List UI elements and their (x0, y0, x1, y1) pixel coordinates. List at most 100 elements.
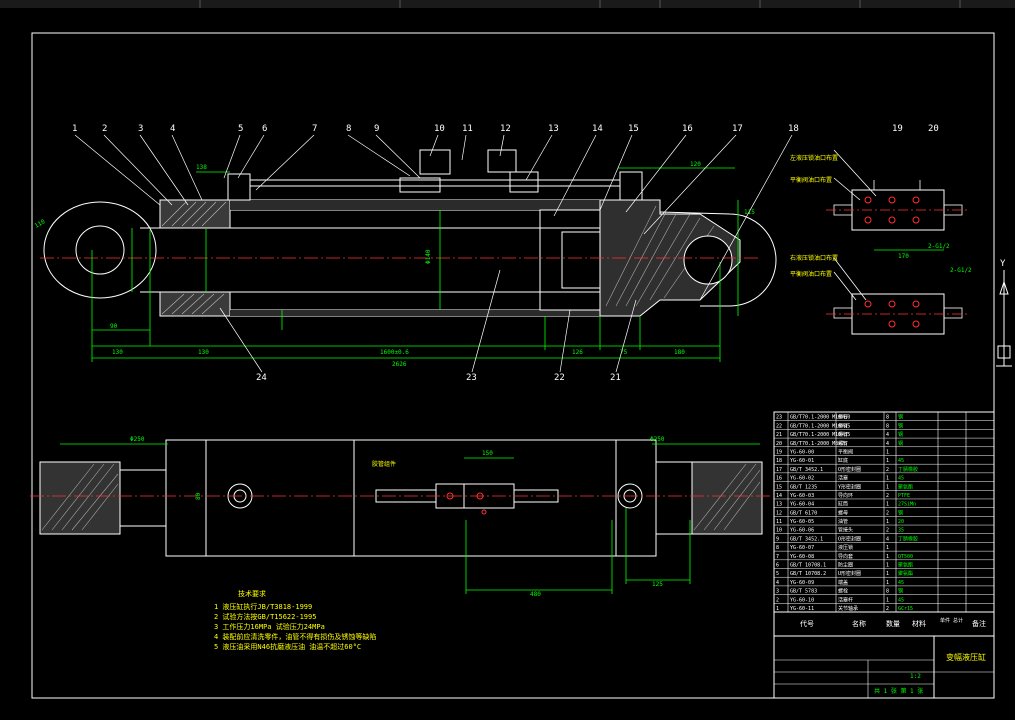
bom-cell: 16 (776, 476, 782, 482)
bom-cell: GB/T 6170 (790, 510, 817, 516)
dim-2626: 2626 (392, 361, 407, 368)
valve1-label-a: 左液压锁油口布置 (790, 154, 838, 162)
bom-cell: 螺钉 (838, 414, 848, 421)
dim-phi140: Φ140 (425, 249, 432, 264)
dim-115: 115 (744, 209, 755, 216)
balloon-16: 16 (682, 124, 693, 134)
balloon-20: 20 (928, 124, 939, 134)
balloon-11: 11 (462, 124, 473, 134)
bom-cell: 13 (776, 502, 782, 508)
bom-cell: 丁腈橡胶 (898, 535, 918, 542)
bom-cell: YG-60-01 (790, 458, 814, 464)
bom-cell: YG-60-08 (790, 554, 814, 560)
bom-cell: O形密封圈 (838, 466, 861, 473)
title-block-sheet: 共 1 张 第 1 张 (874, 687, 923, 695)
bom-cell: 17 (776, 467, 782, 473)
bom-cell: 1 (886, 580, 889, 586)
balloon-10: 10 (434, 124, 445, 134)
bom-cell: 1 (886, 449, 889, 455)
bom-cell: 1 (886, 476, 889, 482)
bom-cell: 2 (886, 493, 889, 499)
bom-cell: 8 (886, 589, 889, 595)
valve-dim-170: 170 (898, 253, 909, 260)
bom-cell: 钢 (898, 509, 903, 516)
bom-cell: 8 (886, 423, 889, 429)
title-block-scale: 1:2 (910, 673, 921, 680)
bom-cell: 缸筒 (838, 501, 848, 508)
bom-cell: 2 (886, 467, 889, 473)
valve-details (826, 149, 970, 335)
dim-120: 120 (690, 161, 701, 168)
bom-cell: Y形密封圈 (838, 483, 861, 490)
balloon-19: 19 (892, 124, 903, 134)
dim-125: 125 (652, 581, 663, 588)
dim-480: 480 (530, 591, 541, 598)
bom-cell: 丁腈橡胶 (898, 466, 918, 473)
bom-cell: 2 (886, 528, 889, 534)
bom-cell: 螺钉 (838, 431, 848, 438)
bom-cell: 2 (776, 597, 779, 603)
bom-cell: 钢 (898, 414, 903, 421)
top-dimension-lines (91, 167, 739, 362)
bom-cell: 关节轴承 (838, 605, 858, 612)
bom-cell: 螺栓 (838, 588, 848, 595)
dim-138: 138 (196, 164, 207, 171)
guide-sleeve-top (159, 199, 231, 229)
bom-cell: 27SiMn (898, 502, 916, 508)
bom-cell: 螺钉 (838, 440, 848, 447)
valve-labels: 左液压锁油口布置 平衡阀油口布置 右液压锁油口布置 平衡阀油口布置 2-G1/2… (790, 154, 972, 278)
bom-header-weight: 单件 总计 (940, 617, 963, 624)
drawing-border (31, 32, 995, 699)
bom-header-name: 名称 (852, 619, 866, 628)
bom-cell: 1 (886, 571, 889, 577)
bom-cell: 22 (776, 423, 782, 429)
bom-cell: 1 (886, 502, 889, 508)
bom-cell: 5 (776, 571, 779, 577)
bom-cell: 12 (776, 510, 782, 516)
bom-cell: YG-60-03 (790, 493, 814, 499)
balloon-4: 4 (170, 124, 175, 134)
dim-80: 80 (195, 492, 202, 500)
balloon-24: 24 (256, 373, 267, 383)
balloon-21: 21 (610, 373, 621, 383)
dim-phi250-left: Φ250 (130, 436, 145, 443)
dim-150: 150 (482, 450, 493, 457)
bom-cell: GB/T70.1-2000 M10×35 (790, 432, 850, 438)
bom-cell: 钢 (898, 422, 903, 429)
dim-130b: 130 (198, 349, 209, 356)
note-3: 3 工作压力16MPa 试验压力24MPa (214, 622, 325, 631)
top-ruler (0, 0, 1015, 8)
valve2-label-b: 平衡阀油口布置 (790, 270, 832, 278)
bom-cell: 45 (898, 597, 904, 603)
bom-cell: 端盖 (838, 579, 848, 586)
bom-cell: 45 (898, 580, 904, 586)
bom-cell: O形密封圈 (838, 535, 861, 542)
bom-cell: 4 (886, 441, 889, 447)
bom-header-material: 材料 (912, 619, 926, 628)
ucs-y-label: Y (1000, 259, 1006, 269)
bom-cell: 4 (886, 432, 889, 438)
bom-cell: 油管 (838, 518, 848, 525)
bom-cell: 1 (886, 484, 889, 490)
bom-cell: 1 (886, 554, 889, 560)
bom-cell: 1 (886, 563, 889, 569)
bom-cell: 聚氨酯 (898, 483, 913, 490)
bom-cell: 45 (898, 476, 904, 482)
bom-cell: 防尘圈 (838, 562, 853, 569)
rod-eye-bore (75, 225, 125, 275)
bom-cell: 1 (886, 519, 889, 525)
dim-1600: 1600±0.6 (380, 349, 409, 356)
bom-cell: 20 (898, 519, 904, 525)
title-block-name: 变幅液压缸 (946, 652, 986, 662)
balloon-leaders (74, 134, 793, 373)
note-2: 2 试验方法按GB/T15622-1995 (214, 612, 316, 621)
valve-g12-a: 2-G1/2 (928, 243, 950, 250)
bom-cell: 导向套 (838, 553, 853, 560)
bom-cell: 23 (776, 415, 782, 421)
bom-cell: 聚氨酯 (898, 570, 913, 577)
bom-cell: U形密封圈 (838, 570, 861, 577)
dim-phi250-right: Φ250 (650, 436, 665, 443)
bom-header-qty: 数量 (886, 619, 900, 628)
